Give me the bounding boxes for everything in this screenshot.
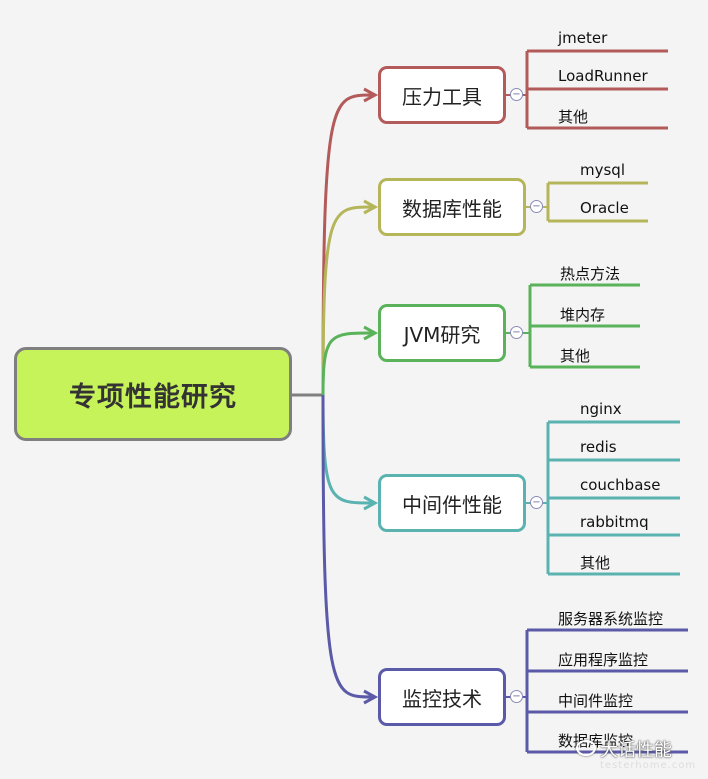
collapse-toggle-icon[interactable]: − <box>510 690 523 703</box>
collapse-toggle-icon[interactable]: − <box>530 200 543 213</box>
branch-topic[interactable]: 中间件性能 <box>378 474 526 532</box>
leaf-topic[interactable]: 其他 <box>580 554 611 572</box>
collapse-toggle-icon[interactable]: − <box>510 88 523 101</box>
watermark-subtext: testerhome.com <box>600 760 697 771</box>
branch-connector-2 <box>321 331 373 396</box>
branch-topic[interactable]: 数据库性能 <box>378 178 526 236</box>
leaf-topic[interactable]: 应用程序监控 <box>558 651 649 669</box>
branch-topic[interactable]: 压力工具 <box>378 66 506 124</box>
collapse-toggle-icon[interactable]: − <box>510 326 523 339</box>
leaf-topic[interactable]: jmeter <box>558 29 608 47</box>
leaf-topic[interactable]: mysql <box>580 161 625 179</box>
branch-connector-4 <box>321 394 373 699</box>
branch-connector-1 <box>321 205 373 396</box>
watermark-text: 大话性能 <box>600 740 672 761</box>
wechat-icon <box>576 740 596 756</box>
leaf-topic[interactable]: 中间件监控 <box>558 692 634 710</box>
collapse-toggle-icon[interactable]: − <box>530 496 543 509</box>
leaf-topic[interactable]: 服务器系统监控 <box>558 610 664 628</box>
leaf-topic[interactable]: Oracle <box>580 199 629 217</box>
connector-arrowhead-3 <box>363 495 379 511</box>
connector-arrowhead-4 <box>363 689 379 705</box>
branch-topic[interactable]: JVM研究 <box>378 304 506 362</box>
leaf-topic[interactable]: redis <box>580 438 617 456</box>
root-topic[interactable]: 专项性能研究 <box>14 347 292 441</box>
branch-connector-0 <box>321 93 373 396</box>
leaf-topic[interactable]: LoadRunner <box>558 67 648 85</box>
connector-arrowhead-0 <box>363 87 379 103</box>
leaf-topic[interactable]: 其他 <box>558 108 589 126</box>
leaf-topic[interactable]: rabbitmq <box>580 513 649 531</box>
branch-connector-3 <box>321 394 373 505</box>
leaf-topic[interactable]: 热点方法 <box>560 265 621 283</box>
connector-arrowhead-1 <box>363 199 379 215</box>
leaf-topic[interactable]: nginx <box>580 400 622 418</box>
branch-topic[interactable]: 监控技术 <box>378 668 506 726</box>
leaf-topic[interactable]: couchbase <box>580 476 661 494</box>
leaf-topic[interactable]: 堆内存 <box>560 306 606 324</box>
leaf-topic[interactable]: 其他 <box>560 347 591 365</box>
connector-arrowhead-2 <box>363 325 379 341</box>
